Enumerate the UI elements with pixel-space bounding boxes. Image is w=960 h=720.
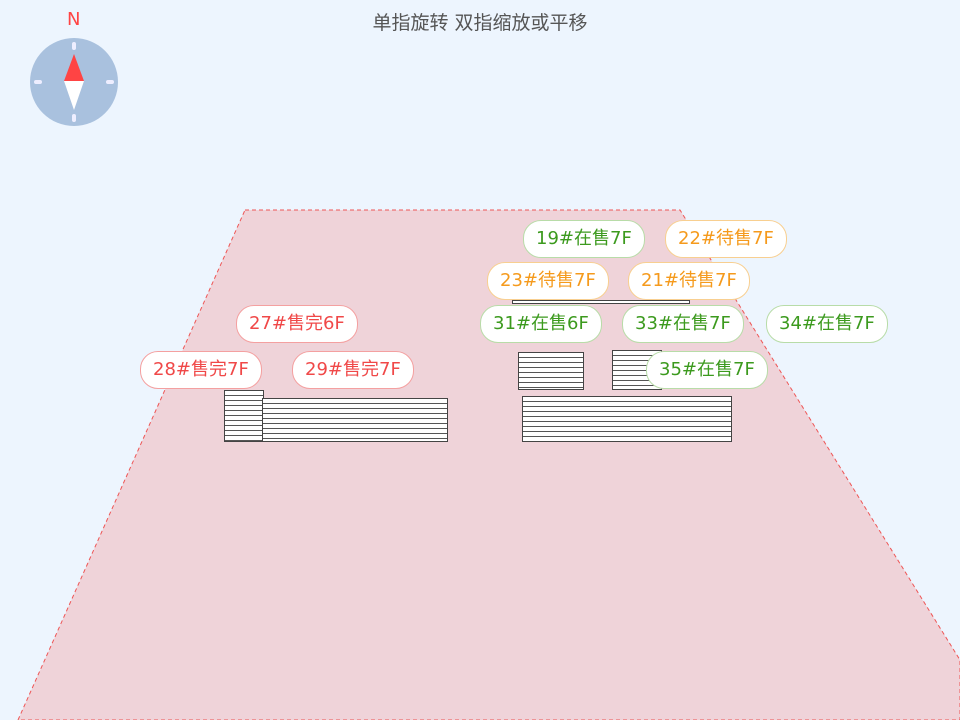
building-label-33[interactable]: 33#在售7F [622,305,744,343]
building-label-23[interactable]: 23#待售7F [487,262,609,300]
building-label-29[interactable]: 29#售完7F [292,351,414,389]
building-label-19[interactable]: 19#在售7F [523,220,645,258]
building-label-28[interactable]: 28#售完7F [140,351,262,389]
compass-north-label: N [67,9,81,30]
building-label-35[interactable]: 35#在售7F [646,351,768,389]
building[interactable] [522,396,732,442]
building-label-34[interactable]: 34#在售7F [766,305,888,343]
building[interactable] [518,352,584,390]
building-label-21[interactable]: 21#待售7F [628,262,750,300]
gesture-hint: 单指旋转 双指缩放或平移 [372,12,588,34]
building[interactable] [224,390,264,442]
building[interactable] [262,398,448,442]
compass-icon[interactable] [30,38,118,126]
building-label-31[interactable]: 31#在售6F [480,305,602,343]
building-label-27[interactable]: 27#售完6F [236,305,358,343]
building[interactable] [512,300,690,304]
building-label-22[interactable]: 22#待售7F [665,220,787,258]
